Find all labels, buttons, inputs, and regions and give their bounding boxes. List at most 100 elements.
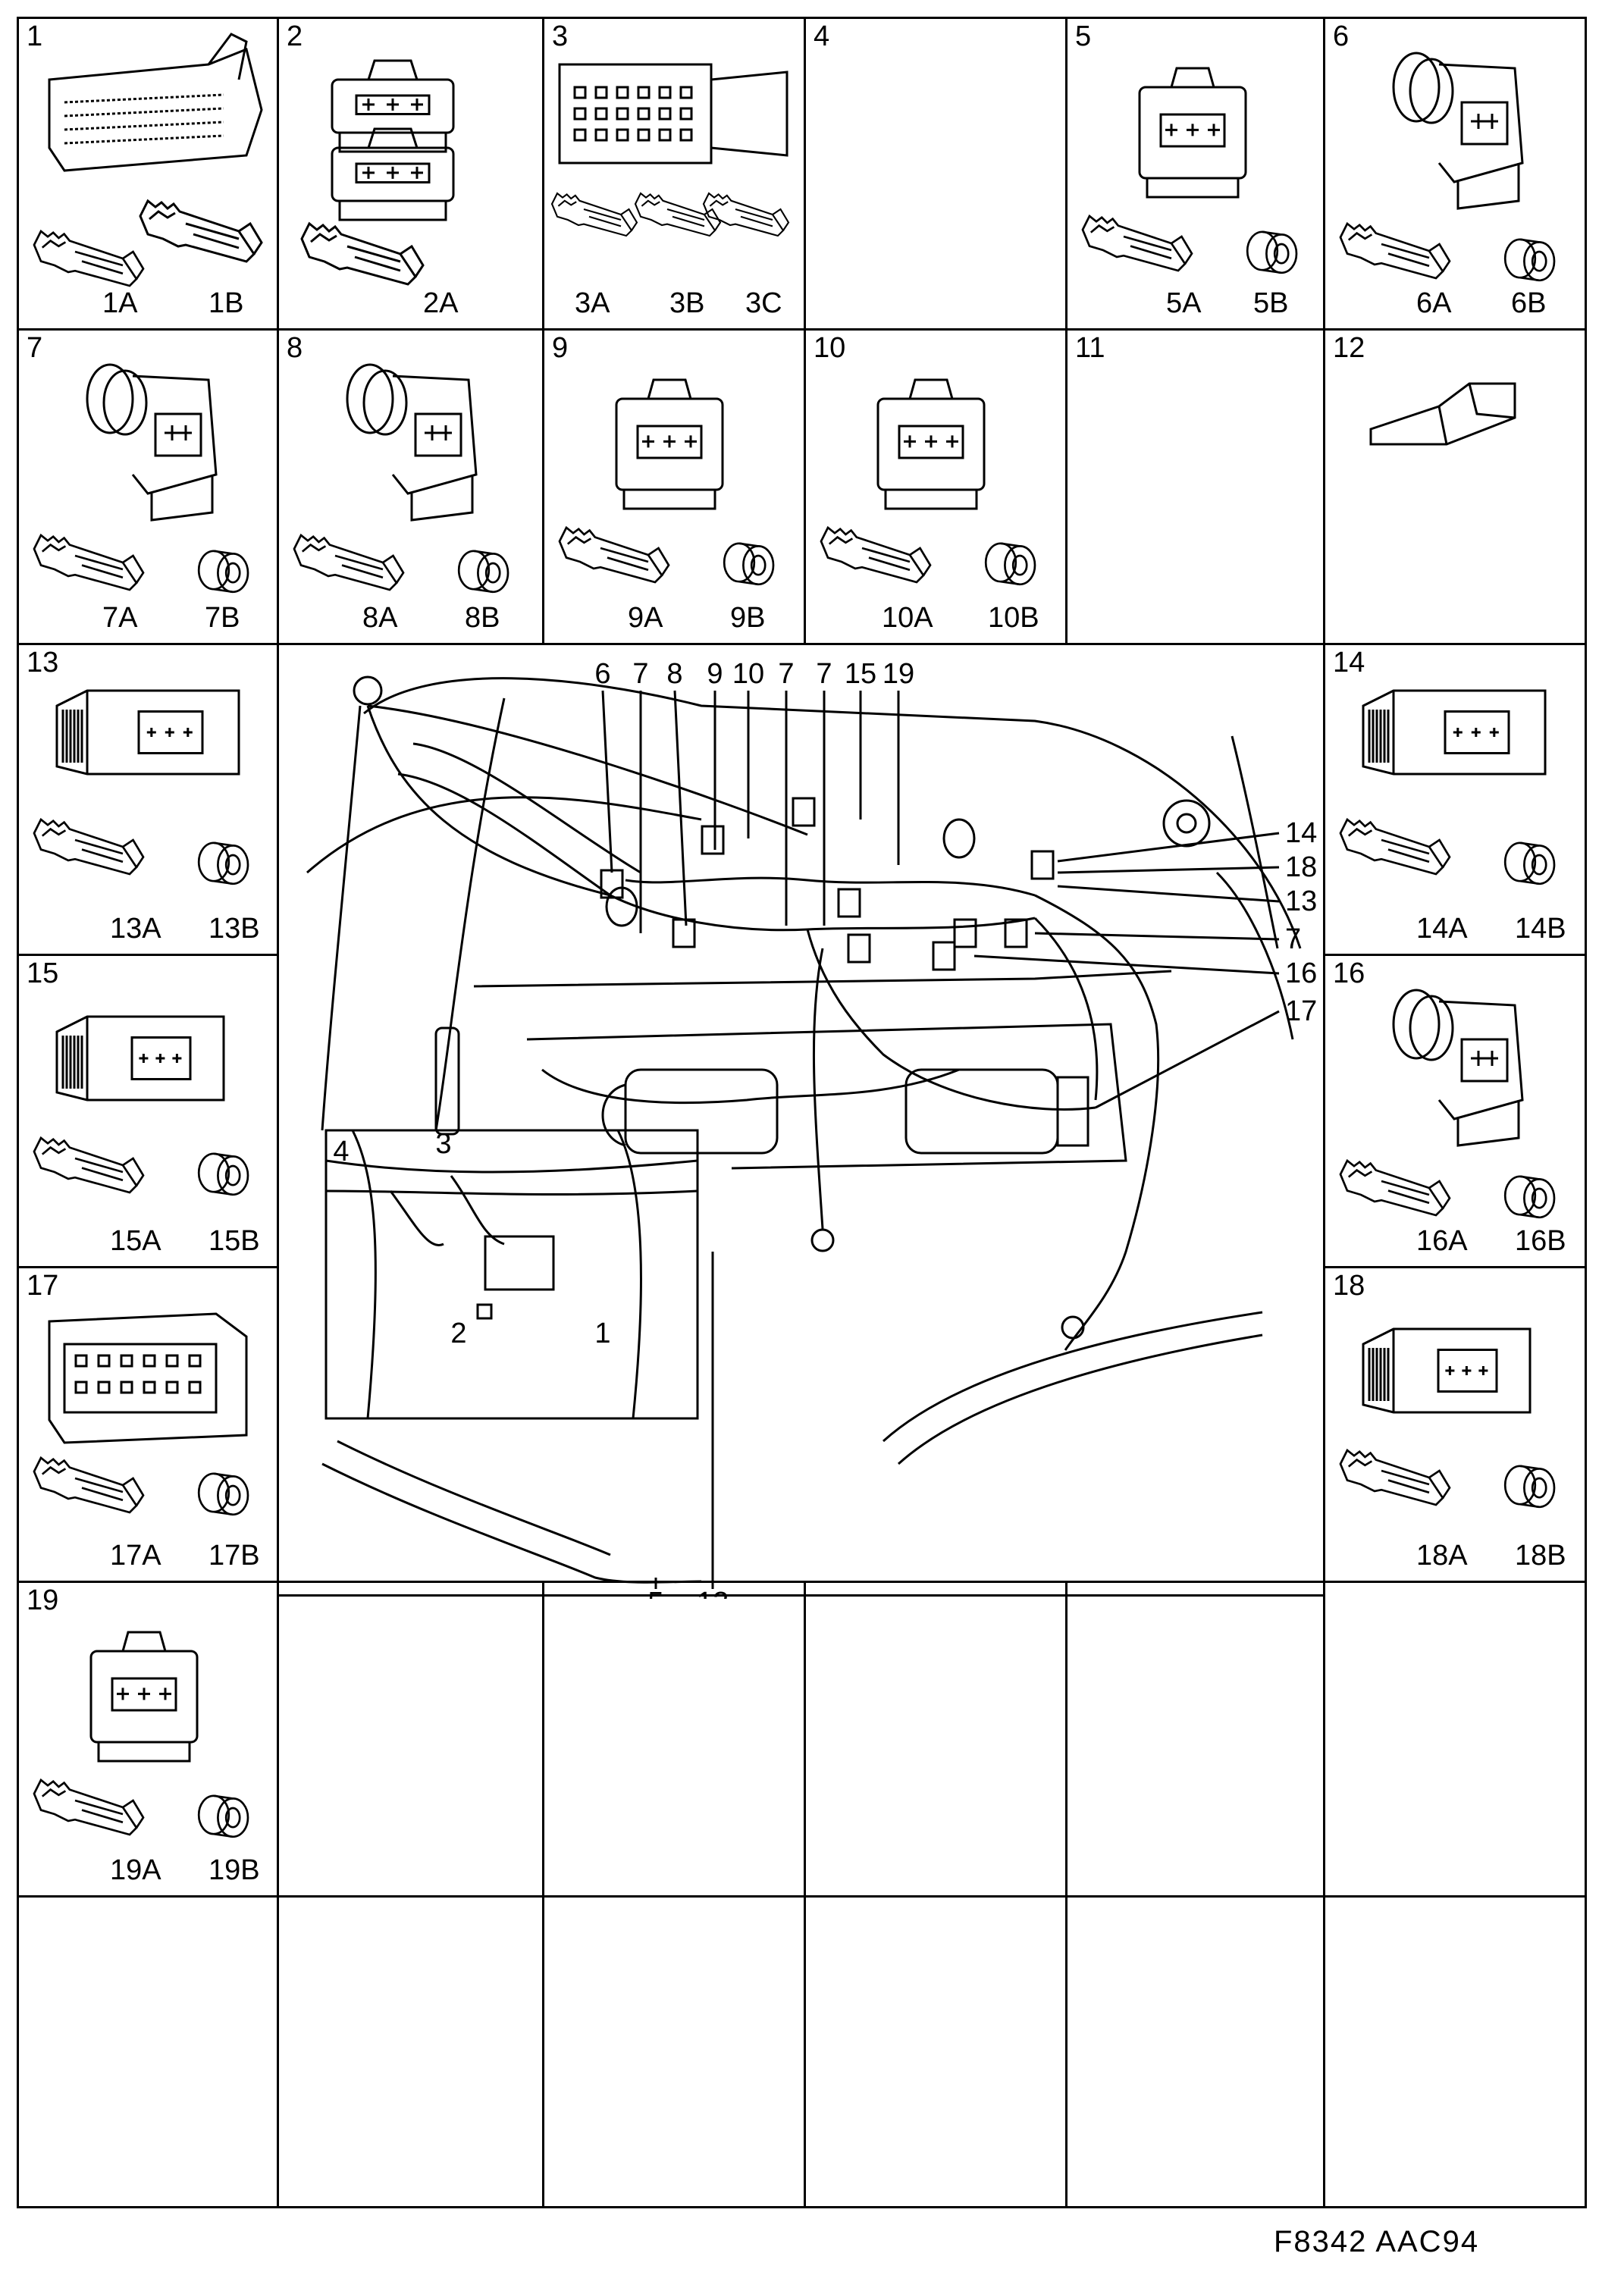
empty-grid-cell bbox=[277, 1581, 544, 1898]
empty-grid-cell bbox=[542, 1581, 806, 1898]
part-variant-label: 13A bbox=[110, 913, 161, 945]
part-illustration bbox=[1339, 1327, 1556, 1509]
part-variant-label: 6B bbox=[1511, 287, 1547, 319]
part-illustration bbox=[300, 59, 455, 286]
part-cell-10: 10 10A 10B bbox=[804, 328, 1068, 645]
part-number: 4 bbox=[814, 20, 830, 52]
part-illustration bbox=[33, 363, 249, 594]
part-variant-label: 19A bbox=[110, 1854, 161, 1886]
part-illustration bbox=[1081, 67, 1298, 274]
part-cell-6: 6 6A 6B bbox=[1323, 17, 1587, 331]
part-cell-4: 4 bbox=[804, 17, 1068, 331]
part-illustration bbox=[1369, 382, 1516, 446]
part-cell-17: 17 17A 17B bbox=[17, 1266, 279, 1583]
part-illustration bbox=[820, 378, 1036, 586]
callout-label: 7 bbox=[816, 658, 832, 690]
empty-grid-cell bbox=[1323, 1895, 1587, 2208]
part-cell-2: 2 2A bbox=[277, 17, 544, 331]
part-variant-label: 16B bbox=[1515, 1225, 1566, 1257]
part-illustration bbox=[33, 1015, 249, 1196]
callout-label: 7 bbox=[1285, 923, 1301, 955]
part-variant-label: 7B bbox=[205, 602, 240, 634]
inset-callout-label: 2 bbox=[450, 1318, 466, 1349]
part-number: 14 bbox=[1333, 647, 1365, 679]
part-variant-label: 10A bbox=[882, 602, 933, 634]
part-variant-label: 9B bbox=[730, 602, 766, 634]
part-number: 6 bbox=[1333, 20, 1350, 52]
part-variant-label: 3B bbox=[669, 287, 705, 319]
empty-grid-cell bbox=[542, 1895, 806, 2208]
figure-reference: F8342 AAC94 bbox=[1274, 2225, 1480, 2258]
part-illustration bbox=[1339, 52, 1556, 282]
part-cell-1: 1 1A 1B bbox=[17, 17, 279, 331]
part-number: 13 bbox=[27, 647, 59, 679]
part-variant-label: 17B bbox=[208, 1540, 260, 1572]
part-number: 2 bbox=[287, 20, 303, 52]
part-cell-3: 3 3A 3B 3C bbox=[542, 17, 806, 331]
part-illustration bbox=[293, 363, 509, 594]
callout-label: 16 bbox=[1285, 957, 1317, 989]
empty-grid-cell bbox=[1065, 1895, 1325, 2208]
part-variant-label: 2A bbox=[423, 287, 459, 319]
empty-grid-cell bbox=[277, 1895, 544, 2208]
part-variant-label: 6A bbox=[1416, 287, 1452, 319]
part-number: 16 bbox=[1333, 957, 1365, 989]
part-illustration bbox=[1339, 989, 1556, 1219]
part-number: 9 bbox=[552, 332, 569, 364]
callout-label: 8 bbox=[666, 658, 682, 690]
part-variant-label: 5B bbox=[1253, 287, 1289, 319]
part-cell-15: 15 15A 15B bbox=[17, 954, 279, 1268]
part-variant-label: 14B bbox=[1515, 913, 1566, 945]
part-variant-label: 5A bbox=[1166, 287, 1202, 319]
part-variant-label: 17A bbox=[110, 1540, 161, 1572]
part-variant-label: 15A bbox=[110, 1225, 161, 1257]
inset-callout-label: 1 bbox=[594, 1318, 610, 1349]
part-variant-label: 8A bbox=[362, 602, 398, 634]
part-illustration bbox=[558, 378, 775, 586]
part-variant-label: 15B bbox=[208, 1225, 260, 1257]
part-number: 11 bbox=[1075, 332, 1105, 364]
part-variant-label: 8B bbox=[465, 602, 500, 634]
empty-grid-cell bbox=[17, 1895, 279, 2208]
part-variant-label: 3A bbox=[575, 287, 610, 319]
callout-label: 15 bbox=[845, 658, 876, 690]
part-variant-label: 14A bbox=[1416, 913, 1468, 945]
part-cell-13: 13 13A 13B bbox=[17, 643, 279, 956]
part-number: 10 bbox=[814, 332, 846, 364]
part-cell-12: 12 bbox=[1323, 328, 1587, 645]
part-variant-label: 16A bbox=[1416, 1225, 1468, 1257]
part-number: 1 bbox=[27, 20, 43, 52]
part-variant-label: 1A bbox=[102, 287, 138, 319]
part-cell-16: 16 16A 16B bbox=[1323, 954, 1587, 1268]
part-number: 3 bbox=[552, 20, 569, 52]
inset-callout-label: 3 bbox=[435, 1128, 451, 1160]
callout-label: 10 bbox=[732, 658, 764, 690]
part-cell-11: 11 bbox=[1065, 328, 1325, 645]
callout-label: 13 bbox=[1285, 885, 1317, 917]
part-illustration bbox=[33, 689, 249, 885]
part-number: 7 bbox=[27, 332, 43, 364]
part-number: 17 bbox=[27, 1270, 59, 1302]
callout-label: 17 bbox=[1285, 995, 1317, 1027]
part-illustration bbox=[550, 63, 790, 237]
empty-grid-cell bbox=[804, 1581, 1068, 1898]
vehicle-wiring-illustration: 678910771519141813716171254321 bbox=[277, 643, 1323, 1619]
part-illustration bbox=[33, 1631, 249, 1838]
part-variant-label: 13B bbox=[208, 913, 260, 945]
part-variant-label: 9A bbox=[628, 602, 663, 634]
part-illustration bbox=[33, 33, 263, 287]
part-variant-label: 18B bbox=[1515, 1540, 1566, 1572]
part-cell-9: 9 9A 9B bbox=[542, 328, 806, 645]
part-variant-label: 3C bbox=[745, 287, 782, 319]
part-variant-label: 10B bbox=[988, 602, 1039, 634]
part-variant-label: 18A bbox=[1416, 1540, 1468, 1572]
part-variant-label: 1B bbox=[208, 287, 244, 319]
part-number: 15 bbox=[27, 957, 59, 989]
callout-label: 6 bbox=[594, 658, 610, 690]
